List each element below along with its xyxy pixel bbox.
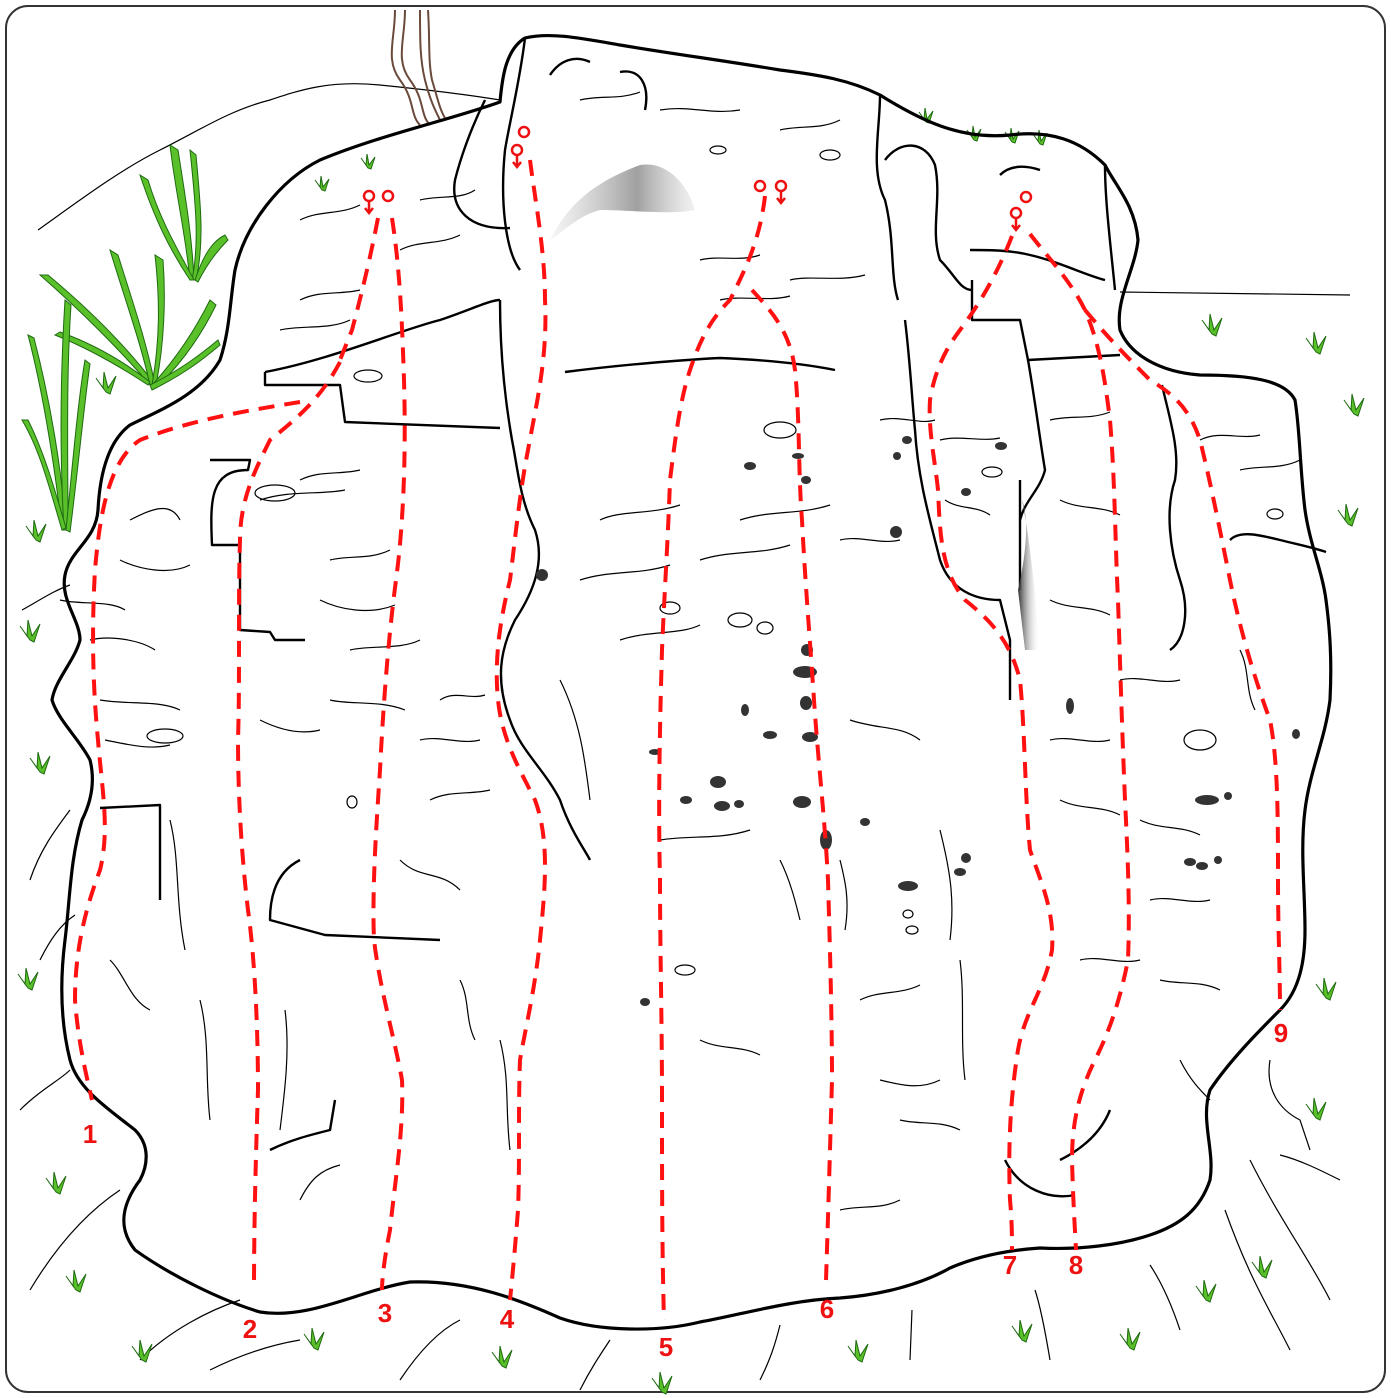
route-label-1[interactable]: 1 (83, 1119, 97, 1149)
frame-border (6, 6, 1385, 1392)
route-label-3[interactable]: 3 (378, 1298, 392, 1328)
route-label-8[interactable]: 8 (1069, 1250, 1083, 1280)
route-label-9[interactable]: 9 (1274, 1018, 1288, 1048)
route-label-6[interactable]: 6 (820, 1294, 834, 1324)
route-label-5[interactable]: 5 (659, 1332, 673, 1362)
route-label-7[interactable]: 7 (1003, 1250, 1017, 1280)
route-label-4[interactable]: 4 (500, 1304, 515, 1334)
route-label-2[interactable]: 2 (243, 1314, 257, 1344)
